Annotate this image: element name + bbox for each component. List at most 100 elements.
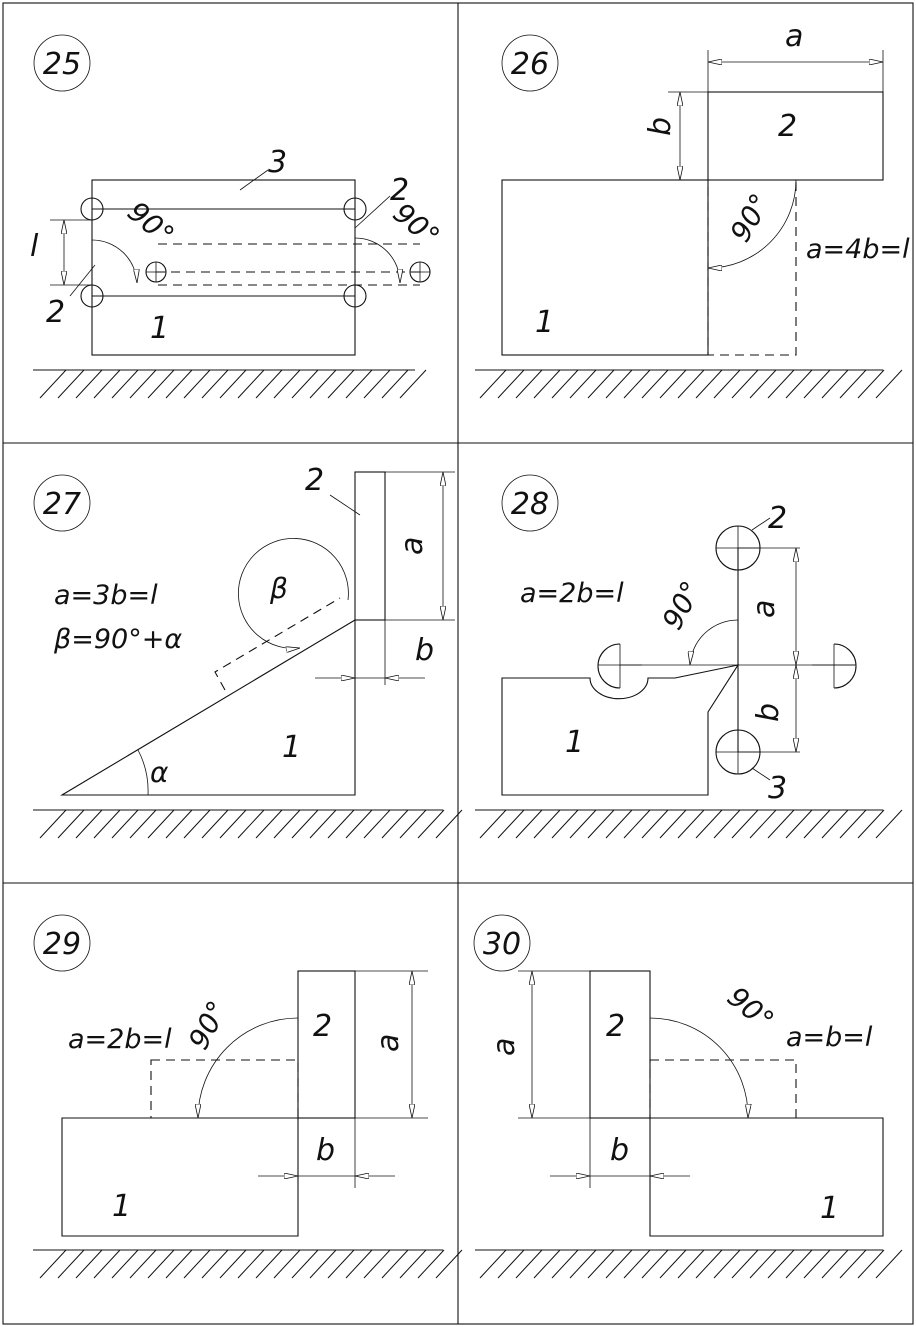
hatch-line xyxy=(749,809,777,839)
hatch-line xyxy=(399,369,427,399)
hatch-line xyxy=(39,369,67,399)
hatch-line xyxy=(291,809,319,839)
hatch-line xyxy=(767,369,795,399)
panel-27: 27 2 1 a b α β a=3b=l β=90°+α xyxy=(33,463,463,839)
hatch-line xyxy=(713,809,741,839)
hatch-line xyxy=(533,809,561,839)
hatch-line xyxy=(857,369,885,399)
hatch-line xyxy=(381,809,409,839)
angle-label: 90° xyxy=(721,980,780,1037)
ground-hatch xyxy=(475,369,903,399)
hatch-line xyxy=(417,1249,445,1279)
hatch-line xyxy=(237,1249,265,1279)
hatch-line xyxy=(273,809,301,839)
hatch-line xyxy=(641,369,669,399)
hatch-line xyxy=(219,1249,247,1279)
hatch-line xyxy=(605,369,633,399)
hatch-line xyxy=(165,369,193,399)
ground-hatch xyxy=(475,1249,903,1279)
hatch-line xyxy=(327,369,355,399)
hatch-line xyxy=(749,1249,777,1279)
body-1 xyxy=(501,179,709,356)
hatch-line xyxy=(767,809,795,839)
hatch-line xyxy=(857,1249,885,1279)
relation-label: a=2b=l xyxy=(68,1024,172,1055)
hatch-line xyxy=(111,809,139,839)
label-part-2: 2 xyxy=(46,295,65,330)
hatch-line xyxy=(93,369,121,399)
hatch-line xyxy=(515,369,543,399)
hatch-line xyxy=(111,369,139,399)
hatch-line xyxy=(147,809,175,839)
hatch-line xyxy=(147,1249,175,1279)
hatch-line xyxy=(57,1249,85,1279)
label-part-1: 1 xyxy=(535,305,554,340)
hatch-line xyxy=(435,1249,463,1279)
hatch-line xyxy=(551,369,579,399)
body-2 xyxy=(297,970,356,1119)
hatch-line xyxy=(641,809,669,839)
hatch-line xyxy=(273,1249,301,1279)
hatch-line xyxy=(497,369,525,399)
hatch-line xyxy=(57,369,85,399)
dimension-a: a xyxy=(487,1038,522,1056)
label-part-3: 3 xyxy=(268,145,287,180)
body-1 xyxy=(91,179,356,356)
dimension-b: b xyxy=(610,1133,629,1168)
hatch-line xyxy=(695,369,723,399)
body-2 xyxy=(707,91,884,181)
hatch-line xyxy=(417,809,445,839)
hatch-line xyxy=(731,369,759,399)
hatch-line xyxy=(479,369,507,399)
panel-30: 30 2 1 a b 90° a=b=l xyxy=(473,914,903,1279)
hatch-line xyxy=(399,809,427,839)
hatch-line xyxy=(291,1249,319,1279)
hatch-line xyxy=(875,1249,903,1279)
label-part-2: 2 xyxy=(606,1009,625,1044)
hatch-line xyxy=(677,369,705,399)
hatch-line xyxy=(309,809,337,839)
label-part-1: 1 xyxy=(112,1189,131,1224)
hatch-line xyxy=(713,1249,741,1279)
hatch-line xyxy=(327,1249,355,1279)
hatch-line xyxy=(731,809,759,839)
body-1 xyxy=(501,664,740,796)
dimension-b: b xyxy=(415,633,434,668)
hatch-line xyxy=(479,1249,507,1279)
hatch-line xyxy=(183,1249,211,1279)
hatch-line xyxy=(641,1249,669,1279)
hatch-line xyxy=(93,1249,121,1279)
label-part-2: 2 xyxy=(778,109,797,144)
panel-26: 26 a b 2 1 90° a=4b=l xyxy=(475,19,910,399)
relation-label: a=b=l xyxy=(786,1022,873,1053)
hatch-line xyxy=(533,369,561,399)
label-part-2: 2 xyxy=(768,501,787,536)
dimension-b: b xyxy=(316,1133,335,1168)
hatch-line xyxy=(75,809,103,839)
hatch-line xyxy=(803,369,831,399)
hatch-line xyxy=(129,809,157,839)
hatch-line xyxy=(839,369,867,399)
relation-label: a=3b=l xyxy=(54,580,158,611)
body-1 xyxy=(649,1117,884,1237)
hatch-line xyxy=(327,809,355,839)
hatch-line xyxy=(129,1249,157,1279)
hatch-line xyxy=(569,1249,597,1279)
hatch-line xyxy=(731,1249,759,1279)
hatch-line xyxy=(345,809,373,839)
panel-29: 29 2 1 a b 90° a=2b=l xyxy=(33,914,463,1279)
dimension-l: l xyxy=(30,229,39,264)
hatch-line xyxy=(219,809,247,839)
hatch-line xyxy=(515,809,543,839)
hatch-line xyxy=(767,1249,795,1279)
hatch-line xyxy=(93,809,121,839)
hatch-line xyxy=(533,1249,561,1279)
hatch-line xyxy=(273,369,301,399)
hatch-line xyxy=(201,809,229,839)
hatch-line xyxy=(821,809,849,839)
body-1 xyxy=(60,619,356,796)
body-2 xyxy=(354,471,386,621)
ground-hatch xyxy=(475,809,903,839)
ground-hatch xyxy=(33,1249,463,1279)
